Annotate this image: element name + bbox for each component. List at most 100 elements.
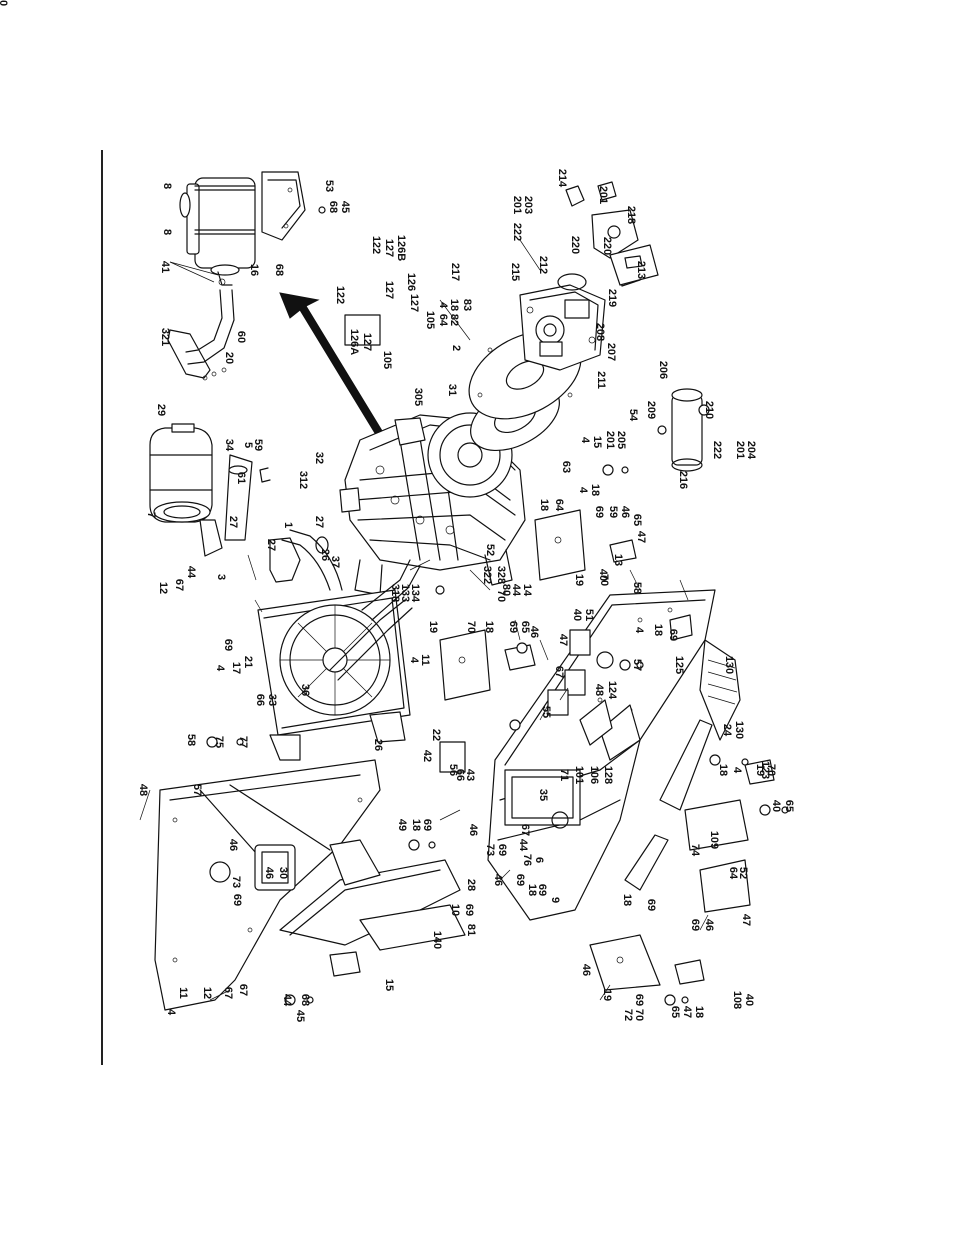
radiator-hoses	[281, 529, 421, 681]
part-callout: 42	[421, 750, 433, 762]
part-callout: 69	[222, 639, 234, 651]
part-callout: 37	[329, 556, 341, 568]
part-callout: 40	[770, 800, 782, 812]
part-callout: 12	[157, 582, 169, 594]
part-callout: 66	[254, 694, 266, 706]
part-callout: 70	[598, 574, 610, 586]
part-callout: 106	[588, 766, 600, 784]
part-callout: 41	[159, 261, 171, 273]
part-callout: 4	[577, 487, 589, 494]
part-callout: 18	[448, 299, 460, 311]
part-callout: 213	[635, 261, 647, 279]
part-callout: 58	[631, 582, 643, 594]
part-callout: 27	[265, 539, 277, 551]
part-callout: 69	[645, 899, 657, 911]
engine-block	[339, 412, 526, 596]
relay-modules	[344, 314, 693, 773]
part-callout: 18	[526, 884, 538, 896]
part-callout: 81	[465, 924, 477, 936]
part-callout: 105	[424, 311, 436, 329]
part-callout: 20	[223, 352, 235, 364]
part-callout: 46	[619, 506, 631, 518]
part-callout: 47	[635, 531, 647, 543]
part-callout: 322	[481, 566, 493, 584]
part-callout: 48	[593, 684, 605, 696]
part-callout: 18	[589, 484, 601, 496]
part-callout: 46	[227, 839, 239, 851]
part-callout: 61	[235, 472, 247, 484]
part-callout: 40	[571, 609, 583, 621]
air-cleaner	[149, 423, 329, 583]
part-callout: 11	[419, 654, 431, 666]
part-callout: 54	[627, 409, 639, 422]
part-callout: 56	[447, 764, 459, 776]
part-callout: 8	[161, 183, 173, 189]
part-callout: 53	[323, 180, 335, 192]
part-callout: 122	[370, 236, 382, 254]
part-callout: 10	[449, 904, 461, 916]
part-callout: 14	[521, 584, 533, 597]
part-callout: 219	[606, 289, 618, 307]
part-callout: 67	[222, 987, 234, 999]
part-callout: 47	[740, 914, 752, 926]
part-callout: 32	[313, 452, 325, 464]
part-callout: 4	[579, 437, 591, 444]
part-callout: 105	[381, 351, 393, 369]
part-callout: 18	[717, 764, 729, 776]
part-callout: 17	[230, 662, 242, 674]
part-callout: 126	[405, 273, 417, 291]
part-callout: 30	[277, 867, 289, 879]
part-callout: 68	[327, 201, 339, 213]
part-callout: 34	[223, 439, 235, 452]
part-callout: 16	[248, 264, 260, 276]
part-callout: 26	[372, 739, 384, 751]
part-callout: 5	[242, 442, 254, 448]
part-callout: 124	[606, 681, 618, 700]
part-callout: 15	[591, 436, 603, 448]
part-callout: 59	[607, 506, 619, 518]
part-callout: 212	[537, 256, 549, 274]
part-callout: 51	[583, 609, 595, 621]
part-callout: 68	[273, 264, 285, 276]
part-callout: 204	[745, 441, 757, 460]
part-callout: 211	[595, 371, 607, 389]
part-callout: 4	[731, 767, 743, 774]
part-callout: 69	[689, 919, 701, 931]
part-callout: 24	[721, 724, 733, 737]
part-callout: 207	[605, 343, 617, 361]
part-callout: 126A	[348, 329, 360, 355]
part-callout: 1	[282, 522, 294, 528]
part-callout: 18	[652, 624, 664, 636]
part-callout: 67	[173, 579, 185, 591]
part-callout: 70	[765, 764, 777, 776]
engine-mounts	[439, 509, 775, 991]
part-callout: 65	[783, 800, 795, 812]
part-callout: 328	[495, 566, 507, 584]
part-callout: 40	[597, 569, 609, 581]
part-callout: 321	[159, 328, 171, 346]
part-callout: 69	[507, 621, 519, 633]
part-callout: 50	[0, 0, 9, 6]
part-callout: 46	[492, 874, 504, 886]
part-callout: 77	[237, 736, 249, 748]
part-callout: 74	[689, 844, 701, 857]
part-callout: 73	[484, 844, 496, 856]
main-chassis	[487, 589, 741, 921]
part-callout: 46	[263, 867, 275, 879]
part-callout: 134	[409, 584, 421, 603]
part-callout: 19	[754, 764, 766, 776]
part-callout: 201	[511, 196, 523, 214]
part-callout: 69	[231, 894, 243, 906]
part-callout: 57	[191, 784, 203, 796]
part-callout: 133	[399, 584, 411, 602]
part-callout: 46	[467, 824, 479, 836]
part-callout: 44	[517, 839, 529, 852]
part-callout: 206	[657, 361, 669, 379]
part-callout: 216	[677, 471, 689, 489]
part-callout: 18	[621, 894, 633, 906]
part-callout: 8	[161, 229, 173, 235]
part-callout: 201	[604, 431, 616, 449]
part-callout: 43	[464, 769, 476, 781]
part-callout: 109	[708, 831, 720, 849]
